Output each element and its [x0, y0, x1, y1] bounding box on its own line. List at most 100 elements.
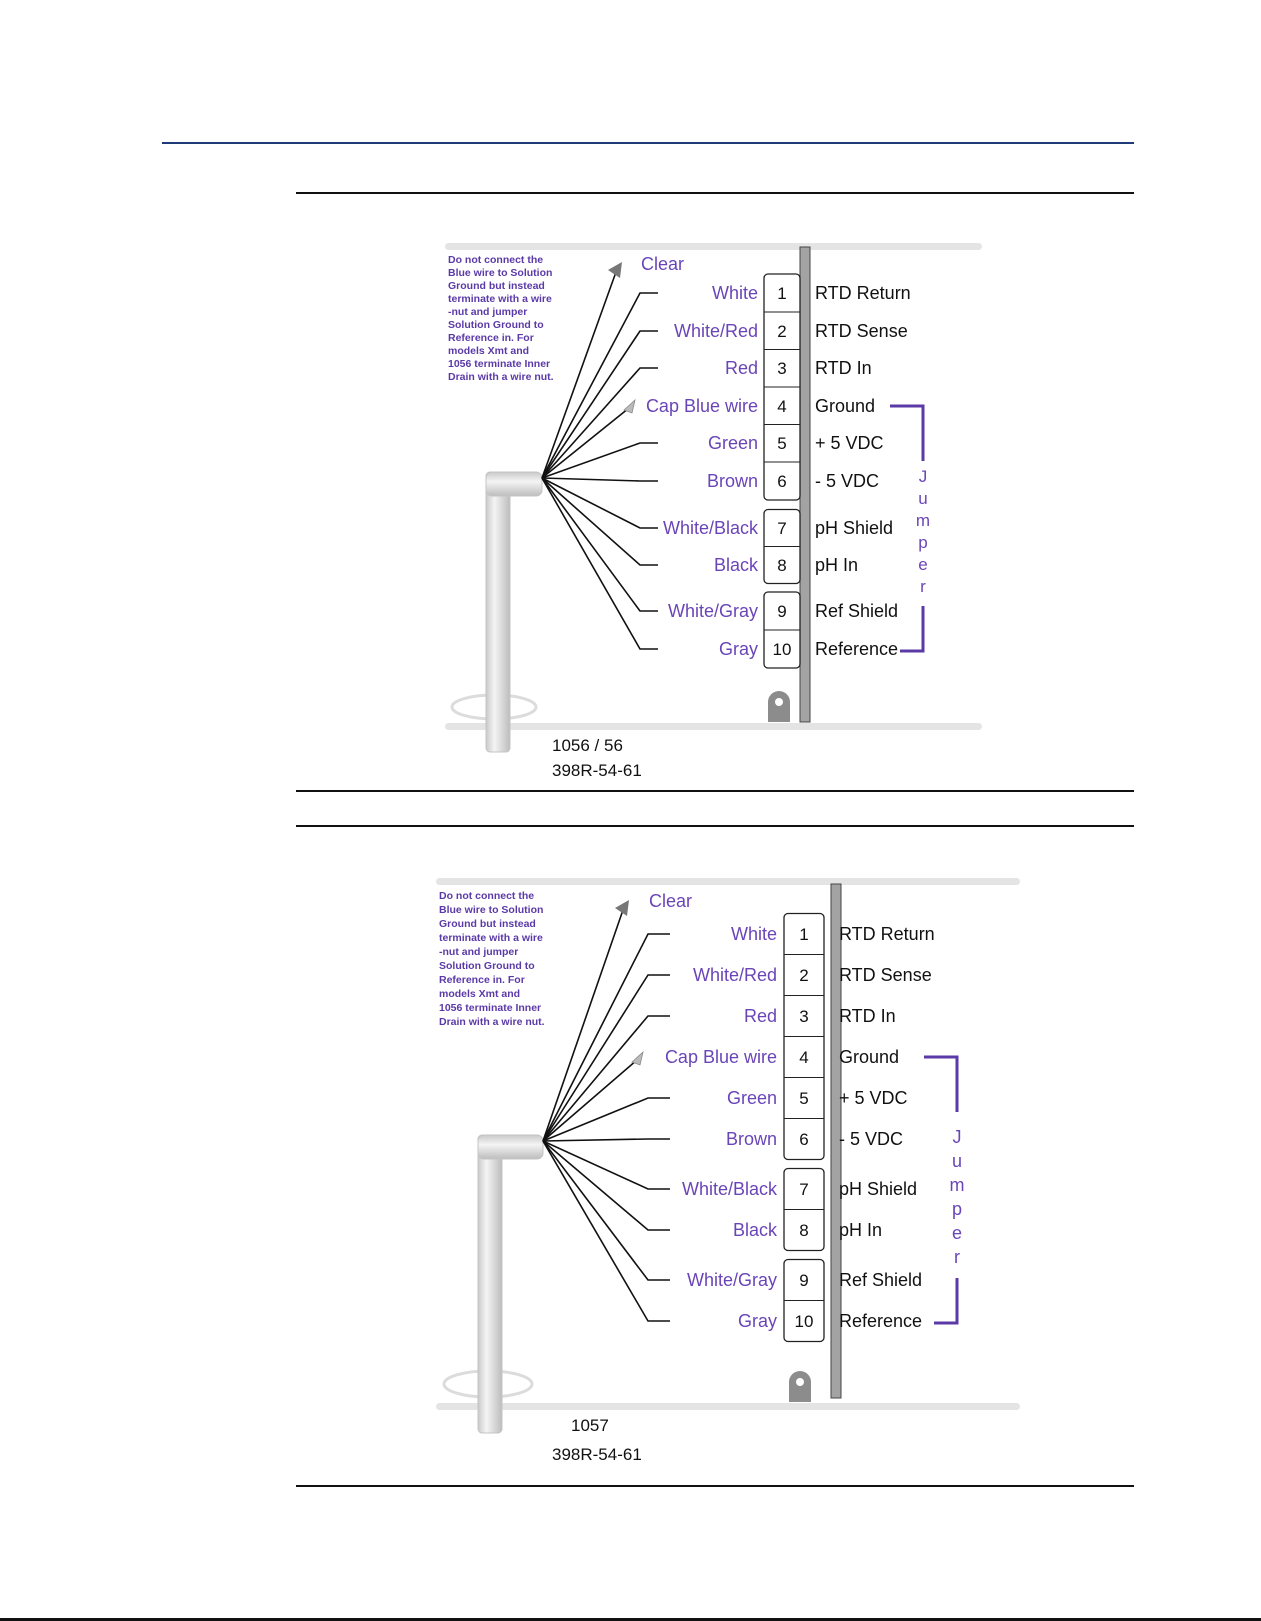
- jumper-letter: u: [952, 1151, 962, 1171]
- terminal-function-label: pH Shield: [815, 518, 893, 538]
- wire-color-label: Cap Blue wire: [646, 396, 758, 416]
- wire-color-label: Brown: [726, 1129, 777, 1149]
- wire-color-label: Green: [708, 433, 758, 453]
- note-line: Blue wire to Solution: [439, 904, 543, 916]
- wire-line: [542, 1140, 670, 1231]
- jumper-bracket-bottom: [934, 1278, 959, 1325]
- note-line: Do not connect the: [448, 254, 543, 266]
- wire-line: [541, 442, 658, 479]
- terminal-number: 7: [777, 519, 786, 538]
- blue-wire-cap: [631, 1050, 644, 1066]
- terminal-number: 2: [777, 322, 786, 341]
- jumper-letter: m: [916, 511, 930, 530]
- jumper-letter: J: [953, 1127, 962, 1147]
- note-line: Reference in. For: [448, 332, 534, 344]
- terminal-number: 1: [777, 284, 786, 303]
- wire-color-label: White/Red: [674, 321, 758, 341]
- clear-wire-label: Clear: [649, 891, 692, 911]
- blue-wire-cap: [623, 398, 636, 414]
- note-line: Drain with a wire nut.: [448, 371, 554, 383]
- blue-wire: [541, 407, 630, 479]
- terminal-function-label: Ref Shield: [839, 1270, 922, 1290]
- terminal-number: 10: [773, 640, 792, 659]
- note-line: terminate with a wire: [439, 932, 543, 944]
- note-line: 1056 terminate Inner: [448, 358, 550, 370]
- wire-color-label: Red: [725, 358, 758, 378]
- section-rule-1-bottom: [296, 790, 1134, 792]
- wire-color-label: Brown: [707, 471, 758, 491]
- jumper-letter: r: [954, 1247, 960, 1267]
- clear-wire-cap: [608, 262, 622, 278]
- wire-color-label: White/Black: [663, 518, 759, 538]
- wire-line: [542, 1140, 670, 1281]
- terminal-number: 8: [777, 556, 786, 575]
- wire-line: [542, 1138, 670, 1142]
- jumper-letter: e: [918, 555, 927, 574]
- model-label: 1057: [571, 1416, 609, 1435]
- wire-line: [541, 477, 658, 566]
- wire-color-label: Black: [733, 1220, 778, 1240]
- terminal-function-label: - 5 VDC: [839, 1129, 903, 1149]
- wire-line: [542, 1140, 670, 1322]
- ground-lug-hole: [796, 1378, 804, 1386]
- wire-color-label: White: [731, 924, 777, 944]
- sensor-pipe: [477, 1134, 503, 1434]
- terminal-strip-bar: [830, 883, 842, 1399]
- wire-line: [542, 933, 670, 1142]
- wire-line: [542, 1015, 670, 1142]
- wire-line: [541, 292, 658, 479]
- terminal-number: 1: [799, 925, 808, 944]
- terminal-number: 3: [799, 1007, 808, 1026]
- sensor-pipe-elbow: [477, 1134, 544, 1160]
- header-rule: [162, 142, 1134, 144]
- blue-wire: [542, 1059, 638, 1142]
- terminal-function-label: Ref Shield: [815, 601, 898, 621]
- terminal-function-label: RTD In: [839, 1006, 896, 1026]
- wire-color-label: White/Red: [693, 965, 777, 985]
- terminal-function-label: + 5 VDC: [839, 1088, 908, 1108]
- note-line: Drain with a wire nut.: [439, 1016, 545, 1028]
- note-text: Do not connect the Blue wire to Solution…: [439, 890, 545, 1028]
- terminal-number: 7: [799, 1180, 808, 1199]
- terminal-function-label: RTD Return: [815, 283, 911, 303]
- jumper-letter: r: [920, 577, 926, 596]
- panel-top-rail: [436, 878, 1020, 885]
- panel-bottom-rail: [445, 723, 982, 730]
- terminal-number: 6: [799, 1130, 808, 1149]
- section-rule-2-top: [296, 825, 1134, 827]
- note-text: Do not connect the Blue wire to Solution…: [448, 254, 554, 383]
- terminal-function-label: RTD Return: [839, 924, 935, 944]
- note-line: Solution Ground to: [439, 960, 535, 972]
- note-line: models Xmt and: [448, 345, 529, 357]
- part-number-label: 398R-54-61: [552, 761, 642, 780]
- note-line: Reference in. For: [439, 974, 525, 986]
- terminal-function-label: pH Shield: [839, 1179, 917, 1199]
- wire-color-label: Green: [727, 1088, 777, 1108]
- terminal-function-label: - 5 VDC: [815, 471, 879, 491]
- wire-color-label: Gray: [738, 1311, 777, 1331]
- terminal-number: 5: [799, 1089, 808, 1108]
- page-bottom-rule: [0, 1618, 1261, 1621]
- jumper-letter: p: [918, 533, 927, 552]
- note-line: Do not connect the: [439, 890, 534, 902]
- wire-line: [542, 1097, 670, 1142]
- note-line: Ground but instead: [439, 918, 536, 930]
- wire-color-label: White/Black: [682, 1179, 778, 1199]
- wire-line: [542, 974, 670, 1142]
- terminal-number: 9: [777, 602, 786, 621]
- jumper-letter: p: [952, 1199, 962, 1219]
- note-line: models Xmt and: [439, 988, 520, 1000]
- terminal-number: 10: [795, 1312, 814, 1331]
- wire-line: [541, 477, 658, 529]
- note-line: -nut and jumper: [439, 946, 518, 958]
- terminal-function-label: Ground: [815, 396, 875, 416]
- jumper-bracket-top: [890, 404, 925, 461]
- note-line: Ground but instead: [448, 280, 545, 292]
- terminal-number: 9: [799, 1271, 808, 1290]
- terminal-number: 4: [799, 1048, 808, 1067]
- terminal-strip-bar: [799, 246, 811, 723]
- note-line: 1056 terminate Inner: [439, 1002, 541, 1014]
- terminal-function-label: + 5 VDC: [815, 433, 884, 453]
